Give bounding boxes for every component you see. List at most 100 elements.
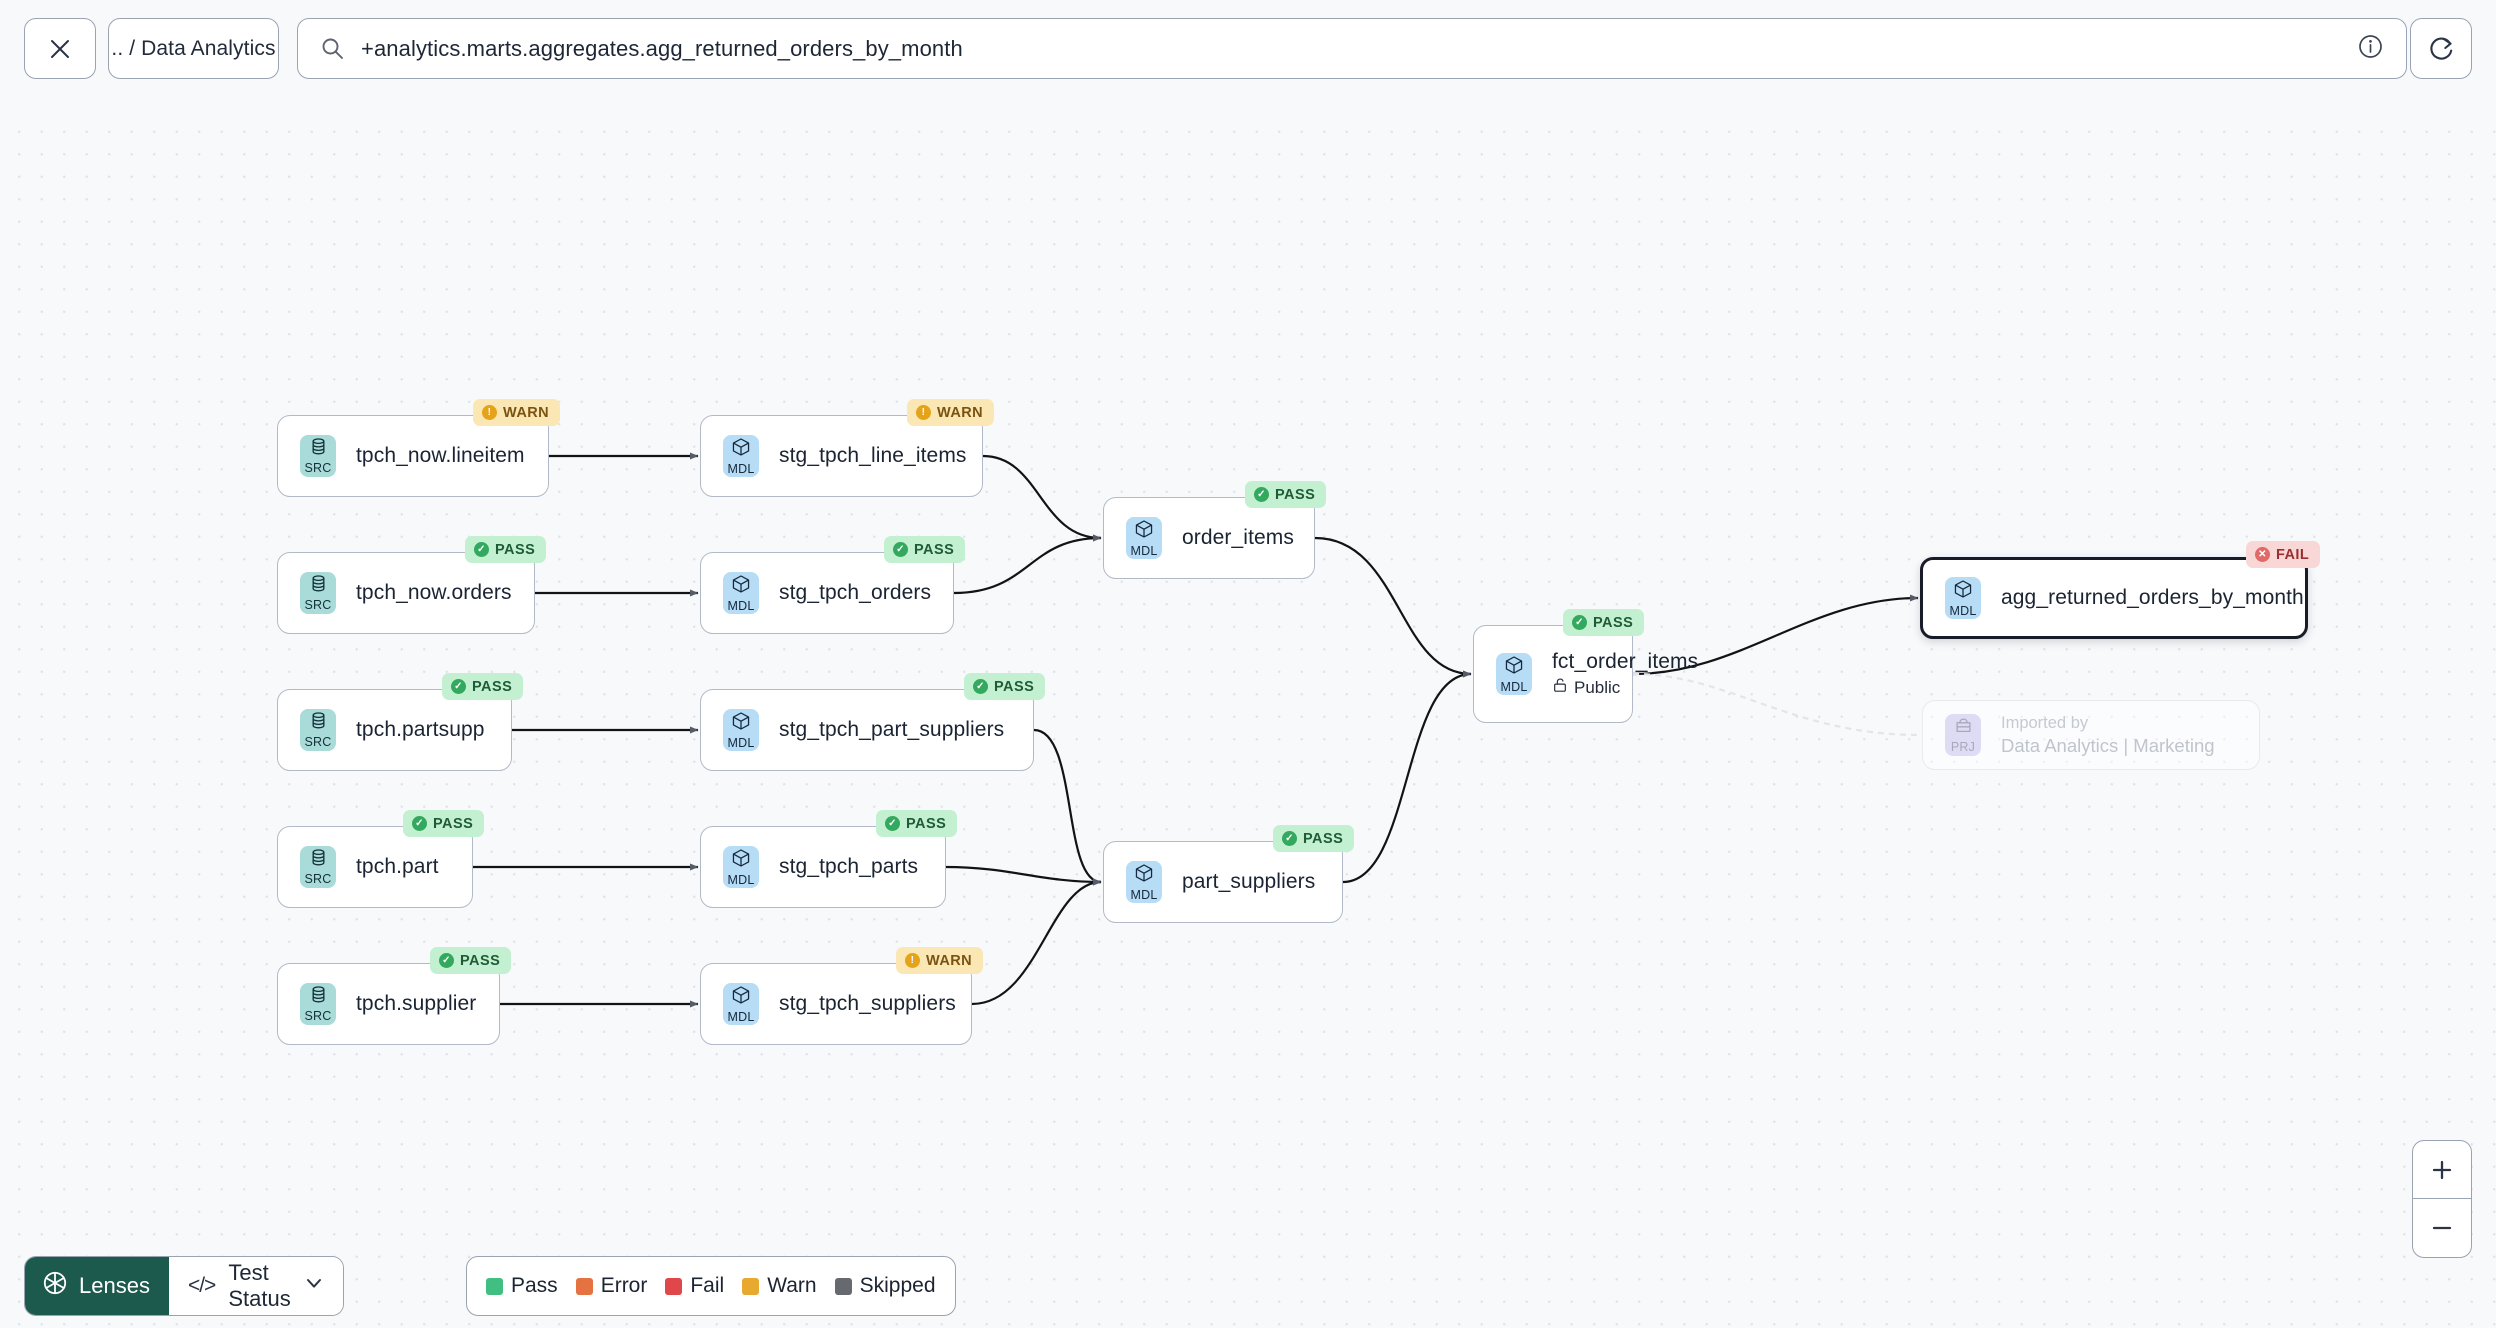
graph-node-order_items[interactable]: MDL order_items — [1103, 497, 1315, 579]
node-type-label: SRC — [304, 461, 332, 476]
status-badge-label: WARN — [503, 404, 550, 421]
status-dot-icon: ✓ — [973, 679, 988, 694]
node-title: agg_returned_orders_by_month — [2001, 586, 2304, 609]
node-type-badge-mdl: MDL — [723, 846, 759, 888]
status-legend: Pass Error Fail Warn Skipped — [466, 1256, 956, 1316]
status-badge-pass: ✓PASS — [884, 536, 966, 563]
node-title: tpch.supplier — [356, 992, 477, 1015]
status-badge-pass: ✓PASS — [1273, 825, 1355, 852]
close-icon — [51, 39, 69, 58]
database-icon — [309, 848, 328, 872]
status-badge-label: PASS — [495, 541, 536, 558]
close-button[interactable] — [24, 18, 96, 79]
node-type-badge-mdl: MDL — [1126, 517, 1162, 559]
status-badge-pass: ✓PASS — [1563, 609, 1645, 636]
node-subtitle-label: Public — [1574, 677, 1621, 697]
node-type-badge-mdl: MDL — [723, 983, 759, 1025]
graph-node-part_suppliers[interactable]: MDL part_suppliers — [1103, 841, 1343, 923]
status-badge-label: PASS — [472, 678, 513, 695]
info-icon[interactable] — [2357, 33, 2384, 65]
cube-icon — [1134, 863, 1154, 888]
status-dot-icon: ✓ — [1282, 831, 1297, 846]
legend-label: Warn — [767, 1274, 817, 1297]
node-type-label: SRC — [304, 735, 332, 750]
breadcrumb[interactable]: .. / Data Analytics — [108, 18, 279, 79]
lenses-group: Lenses </> Test Status — [24, 1256, 344, 1316]
node-type-badge-mdl: MDL — [1126, 861, 1162, 903]
search-bar[interactable]: +analytics.marts.aggregates.agg_returned… — [297, 18, 2407, 79]
unlock-icon — [1552, 677, 1568, 698]
status-badge-label: PASS — [906, 815, 947, 832]
graph-node-tpch_now_lineitem[interactable]: SRC tpch_now.lineitem — [277, 415, 549, 497]
chevron-down-icon — [304, 1273, 324, 1299]
node-type-label: MDL — [1130, 543, 1158, 558]
legend-item-fail[interactable]: Fail — [665, 1274, 724, 1298]
node-title: stg_tpch_parts — [779, 855, 919, 878]
graph-node-tpch_supplier[interactable]: SRC tpch.supplier — [277, 963, 500, 1045]
database-icon — [309, 437, 328, 461]
graph-node-stg_tpch_orders[interactable]: MDL stg_tpch_orders — [700, 552, 954, 634]
node-title: part_suppliers — [1182, 870, 1316, 893]
status-badge-warn: !WARN — [473, 399, 561, 426]
node-type-label: MDL — [727, 872, 755, 887]
graph-node-stg_tpch_parts[interactable]: MDL stg_tpch_parts — [700, 826, 946, 908]
status-badge-label: WARN — [937, 404, 984, 421]
node-type-label: SRC — [304, 1009, 332, 1024]
node-type-label: MDL — [727, 598, 755, 613]
legend-item-pass[interactable]: Pass — [486, 1274, 558, 1298]
graph-node-stg_tpch_suppliers[interactable]: MDL stg_tpch_suppliers — [700, 963, 972, 1045]
database-icon — [309, 574, 328, 598]
test-status-dropdown[interactable]: </> Test Status — [168, 1257, 343, 1315]
legend-swatch-icon — [486, 1277, 503, 1295]
node-title: order_items — [1182, 526, 1294, 549]
status-dot-icon: ✓ — [474, 542, 489, 557]
status-badge-pass: ✓PASS — [442, 673, 524, 700]
test-status-label: Test Status — [228, 1260, 291, 1311]
refresh-button[interactable] — [2410, 18, 2472, 79]
status-badge-label: PASS — [1593, 614, 1634, 631]
search-input[interactable]: +analytics.marts.aggregates.agg_returned… — [361, 35, 963, 61]
node-type-label: SRC — [304, 872, 332, 887]
status-dot-icon: ✓ — [412, 816, 427, 831]
lenses-button[interactable]: Lenses — [25, 1257, 169, 1315]
status-badge-label: PASS — [994, 678, 1035, 695]
search-icon — [320, 36, 345, 61]
node-type-badge-mdl: MDL — [723, 709, 759, 751]
node-title: stg_tpch_suppliers — [779, 992, 956, 1015]
legend-label: Skipped — [859, 1274, 936, 1297]
cube-icon — [731, 711, 751, 736]
node-title: tpch_now.lineitem — [356, 444, 525, 467]
aperture-icon — [42, 1270, 68, 1302]
cube-icon — [731, 437, 751, 462]
node-title: stg_tpch_line_items — [779, 444, 967, 467]
legend-label: Fail — [690, 1274, 725, 1297]
graph-node-tpch_partsupp[interactable]: SRC tpch.partsupp — [277, 689, 512, 771]
legend-item-warn[interactable]: Warn — [742, 1274, 817, 1298]
status-dot-icon: ! — [905, 953, 920, 968]
legend-item-error[interactable]: Error — [575, 1274, 647, 1298]
node-title: tpch.partsupp — [356, 718, 485, 741]
node-type-badge-mdl: MDL — [723, 572, 759, 614]
legend-item-skipped[interactable]: Skipped — [834, 1274, 936, 1298]
node-subtitle: Public — [1552, 677, 1698, 698]
cube-icon — [1504, 655, 1524, 680]
status-badge-warn: !WARN — [907, 399, 995, 426]
node-title: stg_tpch_orders — [779, 581, 932, 604]
legend-swatch-icon — [575, 1277, 593, 1295]
status-badge-fail: ✕FAIL — [2246, 541, 2321, 568]
status-dot-icon: ✓ — [439, 953, 454, 968]
status-dot-icon: ✓ — [893, 542, 908, 557]
node-type-label: MDL — [1500, 679, 1528, 694]
zoom-out-button[interactable] — [2413, 1199, 2471, 1257]
code-icon: </> — [187, 1274, 216, 1297]
zoom-in-button[interactable] — [2413, 1141, 2471, 1199]
database-icon — [309, 985, 328, 1009]
